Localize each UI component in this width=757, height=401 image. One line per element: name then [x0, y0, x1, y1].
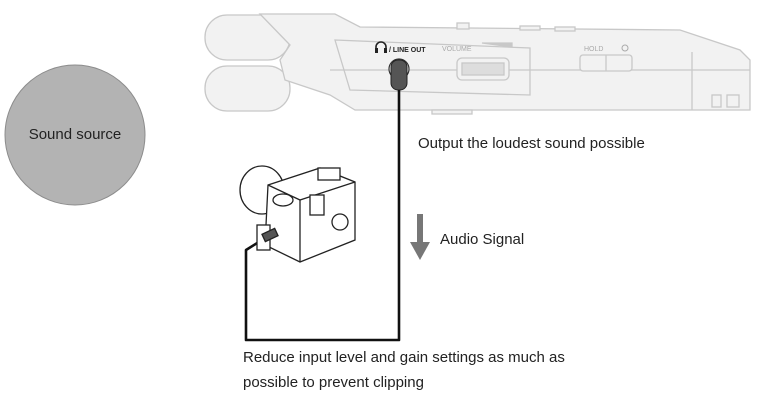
sound-source-label: Sound source — [28, 126, 122, 143]
hold-label: HOLD — [584, 46, 603, 53]
down-arrow-icon — [410, 214, 430, 260]
camera-note-line1: Reduce input level and gain settings as … — [243, 349, 565, 366]
output-plug — [390, 59, 408, 91]
line-out-label: / LINE OUT — [389, 47, 426, 54]
headphone-icon — [375, 41, 387, 52]
output-note: Output the loudest sound possible — [418, 135, 645, 152]
sound-source-circle — [4, 64, 146, 206]
volume-label: VOLUME — [442, 46, 472, 53]
power-icon — [621, 44, 629, 52]
audio-cable — [244, 90, 401, 342]
camera — [239, 165, 356, 263]
audio-signal-label: Audio Signal — [440, 231, 525, 248]
recorder-device — [204, 13, 751, 115]
camera-note-line2: possible to prevent clipping — [243, 374, 424, 391]
